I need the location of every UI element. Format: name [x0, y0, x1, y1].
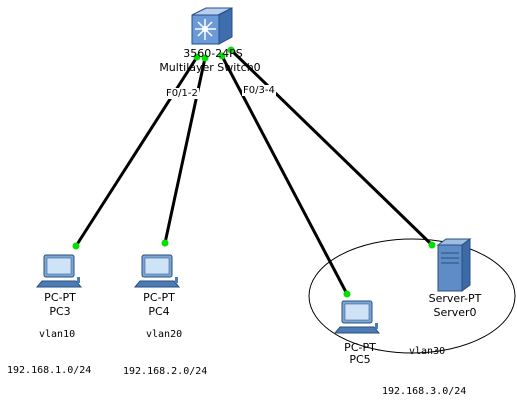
link-switch-server0 — [229, 48, 434, 247]
light-pc3 — [72, 242, 80, 250]
pc5-type-label: PC-PT — [344, 341, 376, 354]
light-switch-pc3 — [193, 53, 201, 61]
link-switch-pc4 — [163, 57, 207, 244]
port-label-left: F0/1-2 — [165, 88, 199, 99]
pc4-icon[interactable] — [133, 254, 181, 288]
server0-type-label: Server-PT — [428, 292, 482, 305]
link-lights — [72, 46, 436, 298]
port-label-right: F0/3-4 — [242, 85, 276, 96]
pc3-name-label: PC3 — [49, 305, 71, 318]
light-server0 — [428, 241, 436, 249]
link-switch-pc3 — [74, 56, 199, 247]
pc4-type-label: PC-PT — [143, 291, 175, 304]
pc5-vlan-label: vlan30 — [409, 346, 446, 357]
pc5-network-label: 192.168.3.0/24 — [382, 386, 467, 397]
pc3-network-label: 192.168.1.0/24 — [7, 365, 92, 376]
switch-name-label: Multilayer Switch0 — [159, 61, 261, 74]
pc4-vlan-label: vlan20 — [146, 329, 183, 340]
light-pc5 — [343, 290, 351, 298]
vlan30-boundary — [308, 238, 516, 354]
pc5-name-label: PC5 — [349, 353, 371, 366]
switch-model-label: 3560-24PS — [183, 47, 243, 60]
pc3-type-label: PC-PT — [44, 291, 76, 304]
server0-name-label: Server0 — [433, 306, 477, 319]
light-switch-server0 — [227, 46, 235, 54]
server0-icon[interactable] — [436, 238, 472, 292]
pc4-name-label: PC4 — [148, 305, 170, 318]
light-switch-pc4 — [201, 54, 209, 62]
pc3-icon[interactable] — [35, 254, 83, 288]
link-switch-pc5 — [220, 55, 349, 295]
light-pc4 — [161, 239, 169, 247]
multilayer-switch-icon[interactable] — [191, 7, 233, 45]
pc4-network-label: 192.168.2.0/24 — [123, 366, 208, 377]
light-switch-pc5 — [218, 52, 226, 60]
pc3-vlan-label: vlan10 — [39, 329, 76, 340]
pc5-icon[interactable] — [333, 300, 381, 334]
